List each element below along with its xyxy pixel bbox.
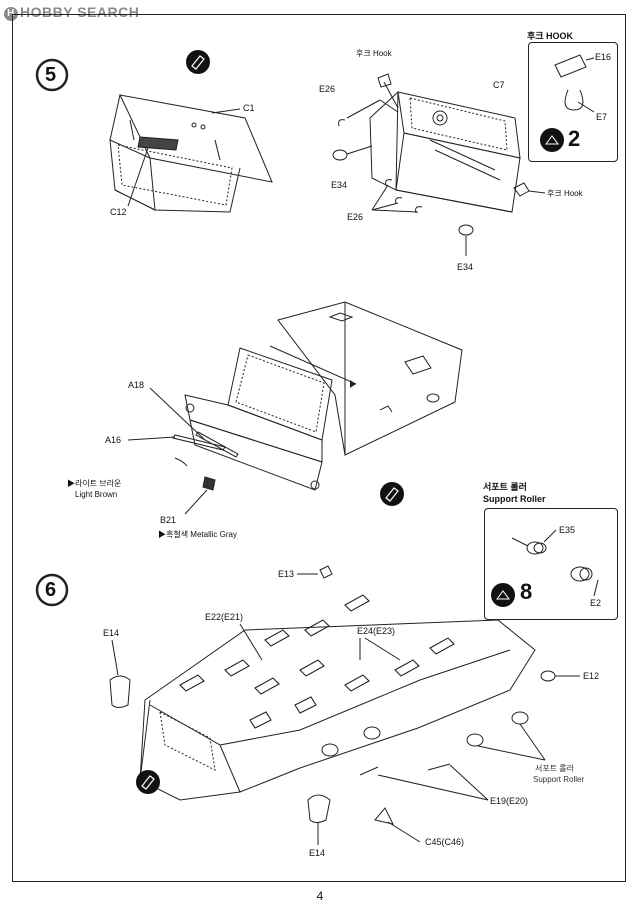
label-e22: E22(E21): [205, 612, 244, 622]
label-e34-left: E34: [331, 180, 348, 190]
label-c7: C7: [493, 80, 505, 90]
leader-c1: [211, 108, 241, 114]
leader-c12: [127, 147, 149, 207]
part-b21: [202, 476, 216, 491]
label-support-roller-kr: 서포트 롤러: [535, 764, 575, 773]
step-5-number: 5: [45, 64, 57, 86]
label-b21: B21: [160, 515, 177, 525]
part-e13: [319, 565, 333, 579]
step-6-number: 6: [45, 579, 57, 601]
step-6-badge: [35, 573, 69, 607]
hull-rear-assembly: [184, 301, 463, 491]
leader-light-brown: [174, 457, 188, 467]
roller-count: 8: [520, 579, 533, 604]
label-light-brown-en: Light Brown: [75, 490, 118, 499]
label-e14-bottom: E14: [309, 848, 326, 858]
watermark-text: HOBBY SEARCH: [20, 4, 140, 20]
hook-top-part: [377, 73, 392, 88]
label-hook-right: 후크 Hook: [547, 189, 583, 198]
label-e13: E13: [278, 569, 295, 579]
label-c45: C45(C46): [425, 837, 465, 847]
label-c1: C1: [243, 103, 255, 113]
rear-deck-assembly: [369, 90, 521, 213]
label-a16: A16: [105, 435, 122, 445]
part-e14-top: [109, 675, 131, 708]
label-a18: A18: [128, 380, 145, 390]
leader-b21: [184, 489, 208, 515]
glue-icon-top: [186, 50, 210, 74]
leader-a16: [127, 436, 176, 441]
label-e24: E24(E23): [357, 626, 396, 636]
glue-icon-middle: [380, 482, 404, 506]
label-e34-bottom: E34: [457, 262, 474, 272]
label-e19: E19(E20): [490, 796, 529, 806]
links-e19: [359, 763, 451, 825]
part-a18: [195, 431, 239, 458]
hook-inset-title: 후크 HOOK: [527, 31, 574, 41]
label-e14-top: E14: [103, 628, 120, 638]
label-e16: E16: [595, 52, 612, 62]
part-e14-bottom: [307, 794, 331, 823]
label-e12: E12: [583, 671, 600, 681]
part-e34-left: [332, 149, 348, 161]
label-hook-top: 후크 Hook: [356, 49, 392, 58]
roller-inset-title-en: Support Roller: [483, 494, 546, 504]
label-support-roller-en: Support Roller: [533, 775, 585, 784]
label-c12: C12: [110, 207, 127, 217]
watermark-logo: H: [4, 7, 18, 21]
label-e7: E7: [596, 112, 608, 122]
page-frame: [12, 14, 626, 882]
suspension-arms: [179, 594, 455, 729]
label-e35: E35: [559, 525, 576, 535]
roller-inset-title-kr: 서포트 롤러: [483, 482, 527, 492]
part-c1-plate: [109, 94, 273, 213]
part-e34-bottom: [458, 224, 474, 236]
lower-hull-assembly: [139, 619, 536, 801]
label-metallic-gray: ▶흑철색 Metallic Gray: [158, 530, 237, 539]
support-rollers: [321, 670, 556, 757]
label-e26-multi: E26: [347, 212, 364, 222]
label-e26-top: E26: [319, 84, 336, 94]
page-number: 4: [316, 889, 324, 903]
hook-count: 2: [568, 126, 581, 151]
label-light-brown-kr: ▶라이트 브라운: [67, 479, 122, 488]
step-5-badge: [35, 58, 69, 92]
leader-a18: [149, 387, 206, 441]
label-e2: E2: [590, 598, 602, 608]
glue-icon-bottom: [136, 770, 160, 794]
part-e26-top: [338, 119, 346, 127]
